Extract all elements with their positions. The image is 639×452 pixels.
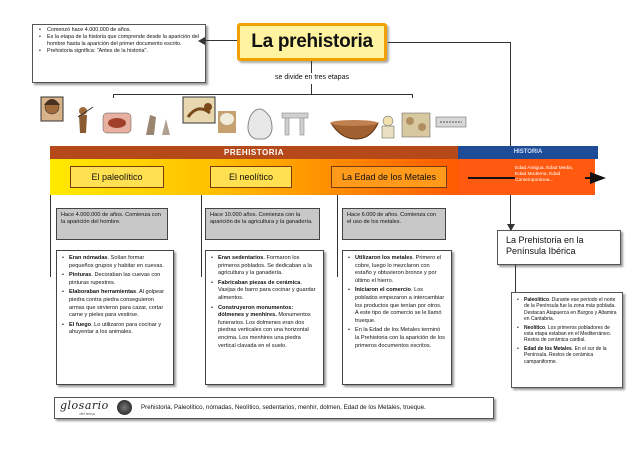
list-item: Pinturas. Decoraban las cuevas con pintu…: [61, 272, 168, 287]
connector-line: [311, 84, 312, 94]
intro-item: Comenzó hace 4.000.000 de años.: [39, 27, 201, 34]
list-item: Fabricaban piezas de cerámica. Vasijas d…: [210, 280, 318, 303]
summary-metales: Hace 6.000 de años. Comienza con el uso …: [342, 208, 446, 240]
dolmen-icon: [282, 113, 308, 135]
connector-line: [50, 195, 51, 277]
info-metales: Utilizaron los metales. Primero el cobre…: [342, 250, 452, 385]
timeline-arrow-icon: [590, 172, 606, 184]
caveman-portrait-icon: [41, 97, 63, 121]
subtitle: se divide en tres etapas: [262, 74, 362, 81]
farmer-ox-icon: [183, 97, 215, 123]
intro-box: Comenzó hace 4.000.000 de años. Es la et…: [32, 24, 206, 83]
glossary-terms: Prehistoria, Paleolítico, nómadas, Neolí…: [141, 404, 491, 412]
summary-neolitico: Hace 10.000 años. Comienza con la aparic…: [205, 208, 320, 240]
list-item: El fuego. Lo utilizaron para cocinar y a…: [61, 322, 168, 337]
list-item: Construyeron monumentos: dólmenes y menh…: [210, 305, 318, 351]
cave-painting-icon: [103, 113, 131, 133]
stage-neolitico: El neolítico: [210, 166, 292, 188]
historia-detail: Edad Antigua, Edad Media, Edad Moderna, …: [515, 166, 585, 184]
connector-line: [388, 42, 510, 43]
glossary-logo-sub: del tema: [72, 411, 102, 416]
list-item: Elaboraban herramientas. Al golpear pied…: [61, 289, 168, 319]
connector-line: [337, 195, 338, 277]
list-item: Eran sedentarios. Formaron los primeros …: [210, 255, 318, 278]
peninsula-box: Paleolítico. Durante ese período el nort…: [511, 292, 623, 388]
intro-item: Prehistoria significa: "Antes de la hist…: [39, 48, 201, 55]
bowl-icon: [330, 120, 378, 139]
prehistoria-banner: PREHISTORIA: [50, 146, 458, 159]
info-neolitico: Eran sedentarios. Formaron los primeros …: [205, 250, 324, 385]
list-item: Iniciaron el comercio. Los poblados empe…: [347, 287, 446, 325]
connector-line: [515, 265, 516, 292]
illustrations-row: [38, 95, 478, 145]
trade-goods-icon: [402, 113, 430, 137]
writing-tablet-icon: [436, 117, 466, 127]
list-item: Paleolítico. Durante ese período el nort…: [516, 297, 618, 323]
connector-line: [201, 195, 202, 277]
stage-paleolitico: El paleolítico: [70, 166, 164, 188]
peninsula-title: La Prehistoria en la Península Ibérica: [497, 230, 621, 265]
list-item: Eran nómadas. Solían formar pequeños gru…: [61, 255, 168, 270]
intro-item: Es la etapa de la historia que comprende…: [39, 34, 201, 48]
sheep-icon: [218, 111, 236, 133]
hunter-figure-icon: [78, 107, 93, 133]
list-item: Edad de los Metales. En el sur de la Pen…: [516, 346, 618, 365]
page-title: La prehistoria: [237, 23, 387, 61]
arrowhead: [198, 37, 205, 45]
seal-icon: [117, 400, 132, 415]
connector-line: [205, 40, 238, 41]
summary-paleolitico: Hace 4.000.000 de años. Comienza con la …: [56, 208, 168, 240]
smith-figure-icon: [382, 116, 394, 138]
list-item: Utilizaron los metales. Primero el cobre…: [347, 255, 446, 285]
connector-line: [311, 61, 312, 73]
stone-tool-icon: [146, 115, 170, 135]
list-item: En la Edad de los Metales terminó la Pre…: [347, 327, 446, 350]
connector-line: [510, 42, 511, 230]
vase-icon: [248, 109, 272, 139]
historia-banner: HISTORIA: [458, 146, 598, 159]
info-paleolitico: Eran nómadas. Solían formar pequeños gru…: [56, 250, 174, 385]
list-item: Neolítico. Los primeros pobladores de es…: [516, 325, 618, 344]
stage-metales: La Edad de los Metales: [331, 166, 447, 188]
